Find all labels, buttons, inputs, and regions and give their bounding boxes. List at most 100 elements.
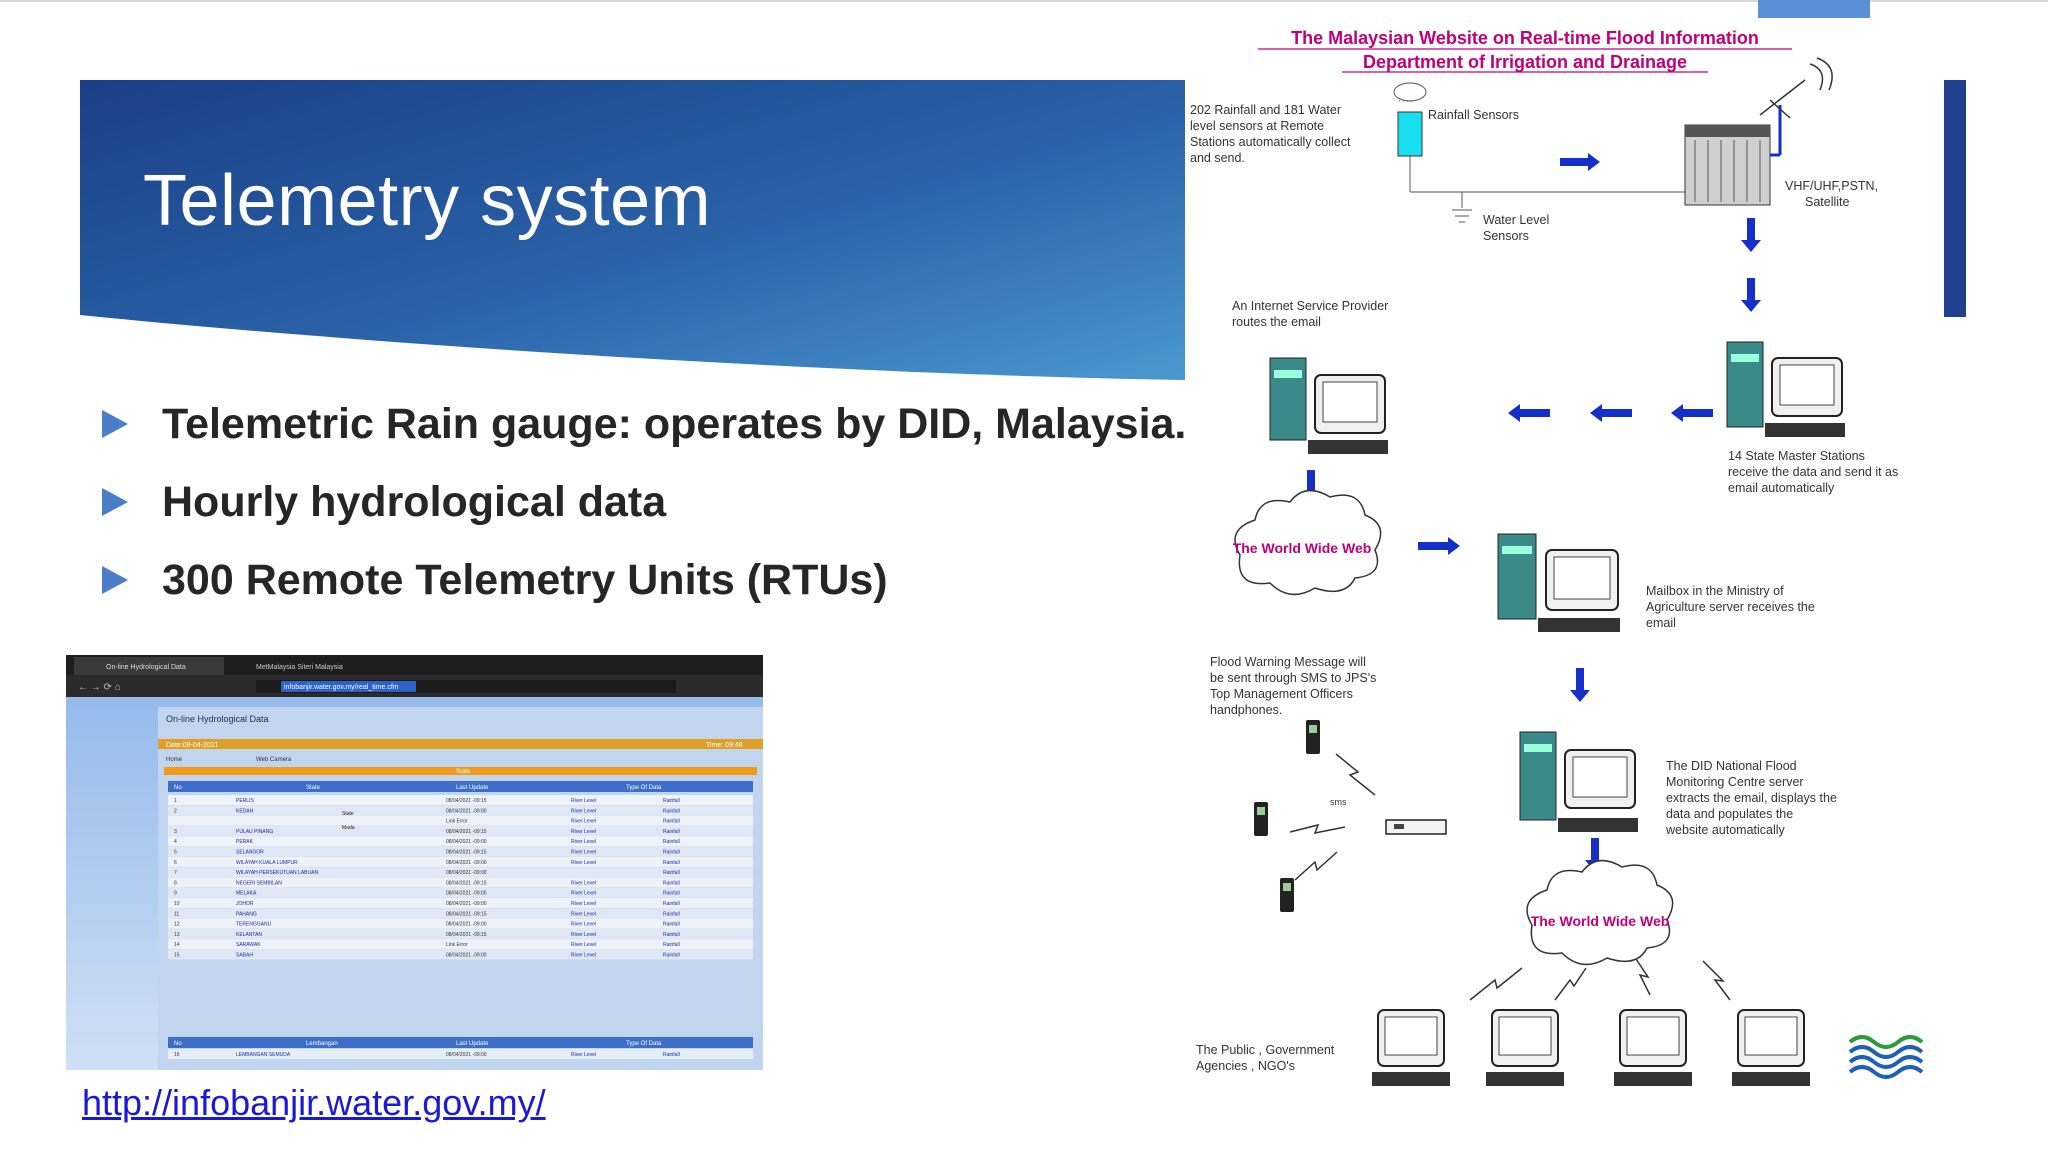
bullet-list: Telemetric Rain gauge: operates by DID, … <box>102 385 1186 619</box>
state-master-label: receive the data and send it as <box>1728 465 1898 479</box>
flood-warning-label: Flood Warning Message will <box>1210 655 1366 669</box>
table-cell: 08/04/2021 -09:00 <box>446 808 487 814</box>
table-cell[interactable]: Rainfall <box>663 942 680 948</box>
did-centre-label: Monitoring Centre server <box>1666 775 1804 789</box>
time-label: Time: 09:48 <box>706 742 743 749</box>
table-cell: 08/04/2021 -09:00 <box>446 953 487 959</box>
note-line: level sensors at Remote <box>1190 119 1324 133</box>
arrow-left-icon <box>1671 404 1713 422</box>
table-cell[interactable]: River Level <box>571 839 596 845</box>
table-cell[interactable]: Rainfall <box>663 911 680 917</box>
nav-home[interactable]: Home <box>166 757 183 763</box>
table-cell[interactable]: River Level <box>571 829 596 835</box>
rainfall-sensors-label: Rainfall Sensors <box>1428 108 1519 122</box>
table-cell[interactable]: Rainfall <box>663 901 680 907</box>
column-header: Type Of Data <box>626 1041 662 1047</box>
table-row <box>168 887 753 898</box>
table-cell[interactable]: SARAWAK <box>236 942 261 948</box>
table-cell[interactable]: PERAK <box>236 839 254 845</box>
table-cell[interactable]: Rainfall <box>663 819 680 825</box>
arrow-right-icon <box>1418 537 1460 555</box>
table-cell: 08/04/2021 -09:15 <box>446 932 487 938</box>
table-cell[interactable]: Rainfall <box>663 953 680 959</box>
table-cell[interactable]: WILAYAH PERSEKUTUAN LABUAN <box>236 870 318 876</box>
did-centre-label: website automatically <box>1665 823 1786 837</box>
table-cell[interactable]: River Level <box>571 901 596 907</box>
table-cell[interactable]: PULAU PINANG <box>236 829 273 835</box>
table-cell: Link Error <box>446 942 468 948</box>
isp-computer-icon <box>1269 357 1388 454</box>
column-header: Lembangan <box>306 1041 338 1047</box>
table-cell[interactable]: River Level <box>571 860 596 866</box>
nav-webcam[interactable]: Web Camera <box>256 757 292 763</box>
table-cell[interactable]: Rainfall <box>663 880 680 886</box>
water-level-label: Water Level <box>1483 213 1549 227</box>
table-cell[interactable]: River Level <box>571 808 596 814</box>
table-cell[interactable]: Rainfall <box>663 1052 680 1058</box>
table-cell: 9 <box>174 891 177 897</box>
flood-warning-label: be sent through SMS to JPS's <box>1210 671 1376 685</box>
browser-tab-label: MetMalaysia Siteri Malaysia <box>256 664 343 671</box>
table-cell: 08/04/2021 -09:15 <box>446 829 487 835</box>
table-cell[interactable]: Rainfall <box>663 829 680 835</box>
table-cell: 14 <box>174 942 180 948</box>
table-cell[interactable]: River Level <box>571 953 596 959</box>
antenna-icon <box>1770 105 1782 157</box>
signal-icon <box>1289 753 1376 881</box>
table-cell[interactable]: Rainfall <box>663 891 680 897</box>
table-cell[interactable]: SELANGOR <box>236 850 264 856</box>
infobanjir-link[interactable]: http://infobanjir.water.gov.my/ <box>82 1082 546 1123</box>
column-header: State <box>306 785 321 791</box>
table-cell[interactable]: River Level <box>571 891 596 897</box>
table-cell[interactable]: River Level <box>571 798 596 804</box>
arrow-left-icon <box>1590 404 1632 422</box>
table-cell: 16 <box>174 1052 180 1058</box>
table-row <box>168 825 753 836</box>
back-icon[interactable]: ← → ⟳ ⌂ <box>78 682 121 693</box>
table-cell[interactable]: KEDAH <box>236 808 254 814</box>
table-cell[interactable]: River Level <box>571 850 596 856</box>
top-border-line <box>0 0 2048 2</box>
public-label: The Public , Government <box>1196 1043 1335 1057</box>
browser-tab[interactable] <box>74 657 224 675</box>
table-row <box>168 815 753 826</box>
table-cell: 08/04/2021 -09:15 <box>446 880 487 886</box>
table-cell[interactable]: Rainfall <box>663 860 680 866</box>
table-cell[interactable]: Rainfall <box>663 932 680 938</box>
table-cell[interactable]: JOHOR <box>236 901 254 907</box>
table-cell[interactable]: River Level <box>571 819 596 825</box>
table-cell[interactable]: LEMBANGAN SEMUDA <box>236 1052 291 1058</box>
table-row <box>168 908 753 919</box>
table-cell[interactable]: River Level <box>571 911 596 917</box>
table-cell[interactable]: Rainfall <box>663 850 680 856</box>
table-cell[interactable]: SABAH <box>236 953 253 959</box>
bullet-text: 300 Remote Telemetry Units (RTUs) <box>162 555 888 604</box>
table-cell[interactable]: Rainfall <box>663 839 680 845</box>
diagram-subtitle: Department of Irrigation and Drainage <box>1363 52 1687 72</box>
table-cell: 08/04/2021 -09:00 <box>446 922 487 928</box>
table-cell[interactable]: River Level <box>571 932 596 938</box>
arrow-left-icon <box>1508 404 1550 422</box>
table-cell: 08/04/2021 -09:15 <box>446 850 487 856</box>
table-cell[interactable]: PERLIS <box>236 798 254 804</box>
table-cell[interactable]: River Level <box>571 880 596 886</box>
table-cell[interactable]: Rainfall <box>663 798 680 804</box>
table-cell[interactable]: Rainfall <box>663 870 680 876</box>
table-cell[interactable]: TERENGGANU <box>236 922 272 928</box>
water-level-label: Sensors <box>1483 229 1529 243</box>
table-cell[interactable]: WILAYAH KUALA LUMPUR <box>236 860 298 866</box>
table-cell[interactable]: Rainfall <box>663 922 680 928</box>
bullet-text: Hourly hydrological data <box>162 477 667 526</box>
table-cell[interactable]: Rainfall <box>663 808 680 814</box>
table-cell[interactable]: PAHANG <box>236 911 257 917</box>
antenna-dish-icon <box>1759 57 1833 119</box>
table-cell[interactable]: MELAKA <box>236 891 257 897</box>
table-cell[interactable]: River Level <box>571 922 596 928</box>
table-cell[interactable]: River Level <box>571 942 596 948</box>
column-header: Type Of Data <box>626 785 662 791</box>
bullet-item: Telemetric Rain gauge: operates by DID, … <box>102 385 1186 463</box>
table-cell[interactable]: KELANTAN <box>236 932 262 938</box>
table-cell[interactable]: NEGERI SEMBILAN <box>236 880 282 886</box>
table-cell[interactable]: River Level <box>571 1052 596 1058</box>
public-computer-icon <box>1486 1009 1564 1086</box>
